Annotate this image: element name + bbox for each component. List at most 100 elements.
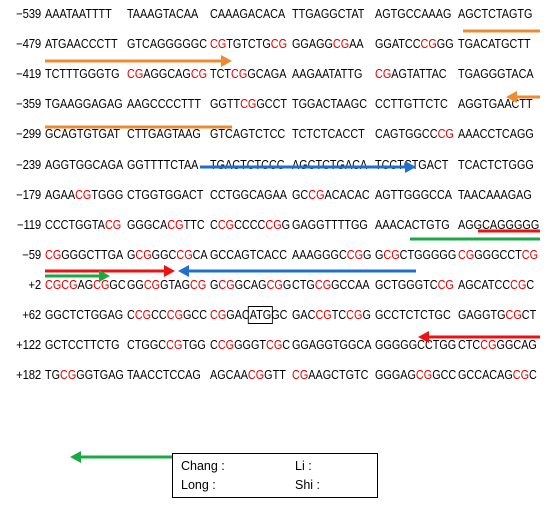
sequence-block: CGAGTATTAC — [375, 67, 447, 82]
sequence-block: GGCGGTAGCG — [127, 277, 207, 292]
shi-forward-arrow — [45, 270, 110, 282]
sequence-block: AAACACTGTG — [375, 217, 450, 232]
sequence-block: CGAGGCAGCG — [127, 67, 208, 82]
sequence-block: AGGCAGGGGG — [458, 217, 540, 232]
legend-label-long: Long : — [181, 478, 216, 492]
legend-label-chang: Chang : — [181, 459, 225, 473]
sequence-block: CTGGCCGTGG — [127, 338, 206, 353]
sequence-block: TGCGGGTGAG — [45, 368, 124, 383]
sequence-block: GGTTCGGCCT — [210, 97, 288, 112]
sequence-block: CCGCCCCCGG — [210, 217, 291, 232]
sequence-block: AAACCTCAGG — [458, 127, 534, 142]
sequence-block: CCGGGGTCGC — [210, 338, 291, 353]
sequence-block: CTGCGGCCAA — [292, 277, 370, 292]
sequence-block: CGGGGCCTCG — [458, 247, 539, 262]
sequence-line: −359 TGAAGGAGAG AAGCCCCTTT GGTTCGGCCT TGGACT… — [0, 97, 550, 117]
sequence-block: CTTGAGTAAG — [127, 127, 201, 142]
position-label: +122 — [16, 338, 41, 353]
sequence-block: AGCATCCCGC — [458, 277, 535, 292]
sequence-block: TGAAGGAGAG — [45, 97, 123, 112]
sequence-block: CGCGAGCGGC — [45, 277, 126, 292]
sequence-block: GCGGGCCGCA — [127, 247, 208, 262]
sequence-block: CCTTGTTCTC — [375, 97, 448, 112]
sequence-block: GCCGACACAC — [292, 187, 370, 202]
chang-reverse-arrow — [418, 331, 540, 343]
sequence-block: GCTGGGTCCG — [375, 277, 454, 292]
sequence-block: GCGCTGGGGG — [375, 247, 457, 262]
sequence-block: TCTCTCACCT — [292, 127, 365, 142]
sequence-block: GGAGGCGAA — [292, 37, 364, 52]
position-label: −419 — [16, 67, 41, 82]
sequence-block: AGCTCTAGTG — [458, 7, 533, 21]
sequence-block: GCCTCTCTGC — [375, 308, 451, 322]
position-label: −359 — [16, 97, 41, 112]
sequence-block: GAGGTGCGCT — [458, 308, 537, 322]
sequence-block: TCACTCTGGG — [458, 157, 534, 172]
sequence-block: GGTTTTCTAA — [127, 157, 199, 172]
sequence-block: GGGGGCCTGG — [375, 338, 457, 353]
sequence-block: AAGCCCCTTT — [127, 97, 202, 112]
sequence-block: CGGGGCTTGA — [45, 247, 124, 262]
sequence-block: GACCGTCCGG — [292, 308, 371, 322]
position-label: −479 — [16, 37, 41, 52]
sequence-block: TTGAGGCTAT — [292, 7, 365, 21]
sequence-block: GGATCCCGGG — [375, 37, 454, 52]
li-forward-arrow — [45, 55, 232, 67]
long-forward-arrow — [200, 161, 416, 173]
sequence-block: TGGACTAAGC — [292, 97, 368, 112]
long-reverse-arrow — [178, 265, 416, 277]
sequence-block: AGTGCCAAAG — [375, 7, 452, 21]
sequence-block: CGGACATGGC — [210, 306, 288, 324]
sequence-block: CAAAGACACA — [210, 7, 286, 21]
sequence-block: TCTTTGGGTG — [45, 67, 120, 82]
position-label: +62 — [22, 308, 41, 322]
position-label: −299 — [16, 127, 41, 142]
sequence-block: TAACAAAGAG — [458, 187, 532, 202]
sequence-block: GGAGGTGGCA — [292, 338, 372, 353]
sequence-block: CAGTGGCCCG — [375, 127, 454, 142]
sequence-block: GGGAGCGGCC — [375, 368, 457, 383]
sequence-block: GGGCACGTTC — [127, 217, 205, 232]
sequence-block: AAAGGGCCGG — [292, 247, 372, 262]
sequence-block: TGACATGCTT — [458, 37, 531, 52]
sequence-block: CTGGTGGACT — [127, 187, 204, 202]
sequence-block: TAAAGTACAA — [127, 7, 199, 21]
legend-label-li: Li : — [295, 459, 312, 473]
sequence-block: AAATAATTTT — [45, 7, 112, 21]
position-label: −119 — [17, 217, 41, 232]
start-codon-box: ATG — [248, 306, 273, 324]
legend: Chang : Li : Long : Shi : — [172, 453, 378, 498]
position-label: +2 — [28, 277, 41, 292]
legend-label-shi: Shi : — [295, 478, 321, 492]
sequence-block: CCTGGCAGAA — [210, 187, 288, 202]
sequence-block: CCGCCCGGCC — [127, 308, 208, 322]
sequence-block: TCTCGGCAGA — [210, 67, 287, 82]
sequence-block: GTCAGGGGGC — [127, 37, 208, 52]
chang-forward-arrow — [45, 265, 175, 277]
li-reverse-arrow — [506, 91, 540, 103]
sequence-block: ATGAACCCTT — [45, 37, 118, 52]
position-label: −239 — [16, 157, 41, 172]
sequence-block: CTCCGGGCAG — [458, 338, 537, 353]
sequence-block: AGTTGGGCCA — [375, 187, 453, 202]
sequence-block: GAGGTTTTGG — [292, 217, 368, 232]
sequence-block: GCAGTGTGAT — [45, 127, 121, 142]
sequence-block: CGTGTCTGCG — [210, 37, 288, 52]
sequence-block: GGCTCTGGAG — [45, 308, 124, 322]
position-label: +182 — [16, 368, 41, 383]
sequence-block: TGAGGGTACA — [458, 67, 534, 82]
sequence-block: AGGTGGCAGA — [45, 157, 124, 172]
sequence-block: AAGAATATTG — [292, 67, 363, 82]
position-label: −539 — [16, 7, 41, 21]
sequence-block: GCCACAGCGC — [458, 368, 537, 383]
sequence-block: AGAACGTGGG — [45, 187, 124, 202]
